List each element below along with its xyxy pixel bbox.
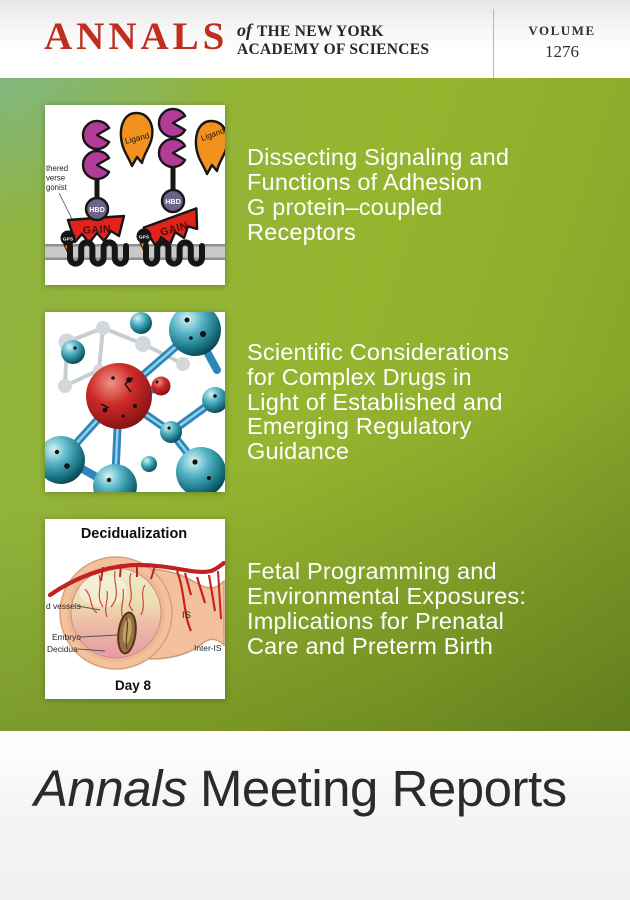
seven-tm-helix <box>67 239 129 267</box>
thumbnail-adhesion-gpcr: Ligand GAIN HBD GPS <box>45 105 225 285</box>
article-title: Scientific Considerations for Complex Dr… <box>247 340 619 464</box>
decidua-label: Decidua <box>47 644 78 654</box>
inter-is-label: Inter-IS <box>194 643 222 653</box>
subtitle-of: of <box>237 20 252 40</box>
decidualization-heading: Decidualization <box>81 526 187 542</box>
receptor-b: Ligand GAIN HBD GPS <box>136 107 225 267</box>
hbd-label: HBD <box>165 197 181 206</box>
hbd-label: HBD <box>89 205 105 214</box>
seven-tm-helix <box>143 239 205 267</box>
title-line: G protein–coupled <box>247 194 443 220</box>
title-line: Care and Preterm Birth <box>247 632 494 659</box>
gain-label: GAIN <box>83 223 112 236</box>
day-label: Day 8 <box>115 678 152 693</box>
is-label: IS <box>182 610 191 621</box>
decidualization-image: d vessels Embryo Decidua IS Inter-IS Dec… <box>45 519 225 699</box>
series-name-italic: Annals <box>34 760 187 817</box>
title-line: Environmental Exposures: <box>247 583 527 610</box>
volume-label: VOLUME <box>528 23 596 38</box>
title-line: Implications for Prenatal <box>247 608 505 634</box>
ligand-blob <box>194 119 225 176</box>
illustration-labels: d vessels Embryo Decidua IS Inter-IS <box>46 601 222 654</box>
adhesion-gpcr-diagram-image: Ligand GAIN HBD GPS <box>45 105 225 285</box>
embryo-figure <box>117 611 137 655</box>
gps-label: GPS <box>63 237 74 243</box>
title-line: Scientific Considerations <box>247 339 510 365</box>
ligand-blob <box>119 111 154 168</box>
article-title: Fetal Programming and Environmental Expo… <box>247 559 619 658</box>
masthead-divider <box>493 9 494 78</box>
artery-branches <box>100 563 156 582</box>
pacman-domain-icon <box>157 107 187 139</box>
title-line: Functions of Adhesion <box>247 169 483 196</box>
title-line: for Complex Drugs in <box>247 363 472 390</box>
title-line: Receptors <box>247 218 356 245</box>
embryo-label: Embryo <box>52 632 81 642</box>
pacman-domain-icon <box>81 119 111 151</box>
receptor-a: Ligand GAIN HBD GPS <box>60 111 154 267</box>
gps-site <box>60 230 76 246</box>
gps-label: GPS <box>139 235 150 241</box>
journal-subtitle: of THE NEW YORK ACADEMY OF SCIENCES <box>237 21 429 59</box>
masthead: ANNALS of THE NEW YORK ACADEMY OF SCIENCE… <box>0 0 630 78</box>
subtitle-org-1: THE NEW YORK <box>257 23 384 40</box>
series-suffix: Meeting Reports <box>199 760 567 817</box>
article-row-1: Ligand GAIN HBD GPS <box>45 105 619 285</box>
annotation-line-2: verse <box>46 174 65 183</box>
gps-site <box>136 228 152 244</box>
article-title: Dissecting Signaling and Functions of Ad… <box>247 145 619 244</box>
title-line: Light of Established and <box>247 388 503 415</box>
atom-speckles <box>54 317 217 483</box>
volume-block: VOLUME 1276 <box>494 23 630 62</box>
title-line: Guidance <box>247 438 350 465</box>
cover-body: Ligand GAIN HBD GPS <box>0 78 630 731</box>
pacman-domain-icon <box>81 149 111 181</box>
annotation-line-3: gonist <box>46 183 68 192</box>
fine-vessels <box>84 570 146 620</box>
title-line: Fetal Programming and <box>247 558 497 585</box>
tethered-agonist-annotation: thered verse gonist <box>46 164 73 220</box>
vessels-label: d vessels <box>46 601 81 611</box>
is-vessel-comb <box>175 570 222 632</box>
central-red-atom <box>86 363 152 429</box>
hbd-domain <box>84 196 110 222</box>
molecular-model-image <box>45 312 225 492</box>
pacman-domain-icon <box>157 137 187 169</box>
subtitle-line-2: ACADEMY OF SCIENCES <box>237 41 430 58</box>
article-row-3: d vessels Embryo Decidua IS Inter-IS Dec… <box>45 519 619 699</box>
thumbnail-decidualization: d vessels Embryo Decidua IS Inter-IS Dec… <box>45 519 225 699</box>
title-line: Emerging Regulatory <box>247 413 472 440</box>
hbd-domain <box>160 188 186 214</box>
atoms <box>45 312 225 492</box>
journal-brand: ANNALS <box>44 15 229 58</box>
annotation-line-1: thered <box>46 164 68 173</box>
thumbnail-molecular-model <box>45 312 225 492</box>
subtitle-line-1: of THE NEW YORK <box>237 21 429 41</box>
gain-domain <box>66 214 126 245</box>
speckle-branches <box>100 377 134 409</box>
article-row-2: Scientific Considerations for Complex Dr… <box>45 312 619 492</box>
title-line: Dissecting Signaling and <box>247 144 510 171</box>
main-artery <box>47 560 225 598</box>
volume-number: 1276 <box>545 42 579 61</box>
